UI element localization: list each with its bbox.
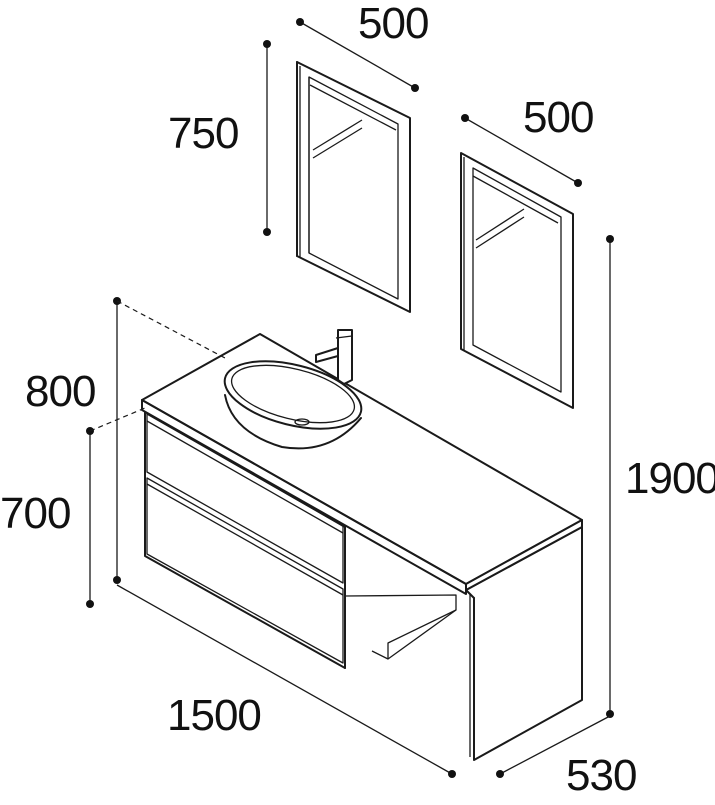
right-mirror bbox=[460, 152, 574, 409]
total-height-label: 1900 bbox=[625, 454, 715, 503]
total-width-label: 1500 bbox=[167, 691, 261, 740]
left-mirror bbox=[296, 61, 411, 313]
mirror-left-width-label: 500 bbox=[358, 0, 428, 48]
top-height-label: 800 bbox=[25, 367, 95, 416]
mirror-left-height-label: 750 bbox=[168, 109, 238, 158]
depth-label: 530 bbox=[566, 751, 636, 800]
cabinet-height-label: 700 bbox=[0, 489, 70, 538]
mirror-right-width-label: 500 bbox=[523, 93, 593, 142]
vanity-unit bbox=[141, 329, 583, 761]
dimension-lines bbox=[86, 18, 614, 778]
